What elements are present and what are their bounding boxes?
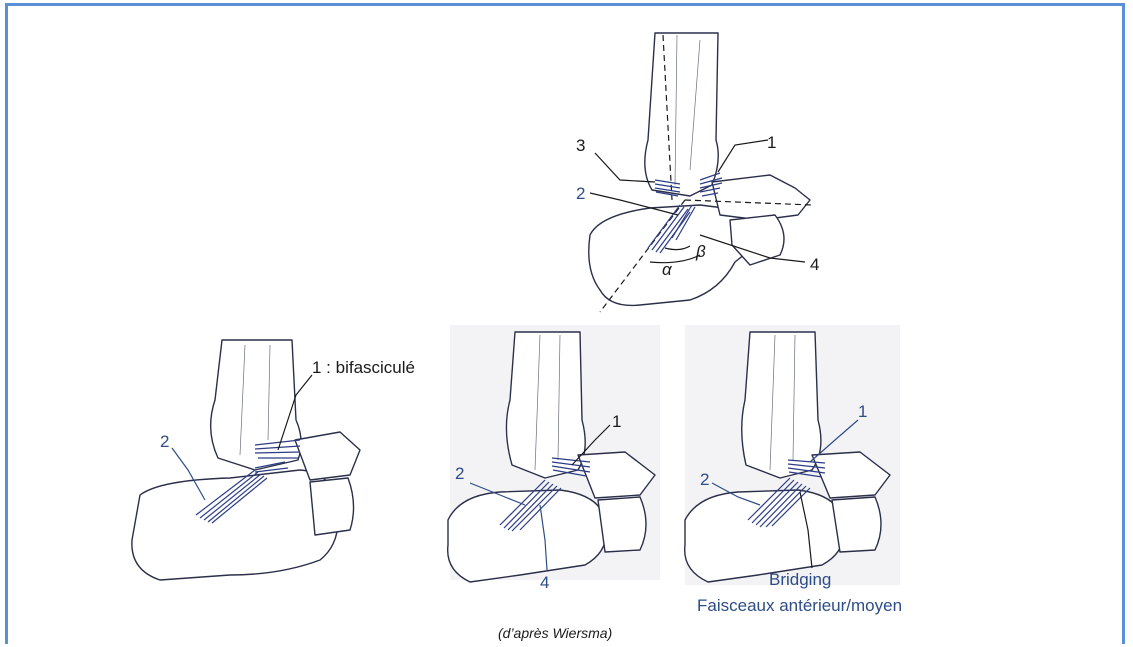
foot-bone bbox=[310, 478, 354, 535]
right-label-2: 2 bbox=[700, 470, 709, 489]
angle-alpha: α bbox=[662, 260, 673, 279]
left-label-2: 2 bbox=[160, 432, 169, 451]
middle-label-2: 2 bbox=[455, 464, 464, 483]
angle-beta: β bbox=[695, 242, 706, 261]
bridging-caption: Bridging bbox=[769, 570, 831, 589]
foot-bone bbox=[832, 497, 881, 552]
middle-label-1: 1 bbox=[612, 412, 621, 431]
top-label-2: 2 bbox=[576, 184, 585, 203]
top-label-3: 3 bbox=[576, 136, 585, 155]
top-ankle-illustration bbox=[589, 33, 812, 312]
tibia-bone bbox=[211, 340, 301, 470]
tibia-bone bbox=[506, 332, 585, 478]
source-credit: (d’après Wiersma) bbox=[498, 625, 612, 641]
fascicles-caption: Faisceaux antérieur/moyen bbox=[697, 596, 902, 615]
calcaneus-bone bbox=[132, 470, 338, 580]
calcaneus-bone bbox=[589, 205, 754, 305]
tibia-bone bbox=[742, 332, 821, 478]
foot-bone bbox=[598, 497, 646, 552]
top-label-4: 4 bbox=[810, 255, 819, 274]
foot-bone bbox=[712, 175, 810, 220]
middle-label-4: 4 bbox=[540, 573, 549, 592]
left-label-1-bifasciculated: 1 : bifasciculé bbox=[312, 358, 415, 377]
top-label-1: 1 bbox=[767, 133, 776, 152]
tibia-bone bbox=[645, 33, 718, 196]
right-label-1: 1 bbox=[858, 402, 867, 421]
